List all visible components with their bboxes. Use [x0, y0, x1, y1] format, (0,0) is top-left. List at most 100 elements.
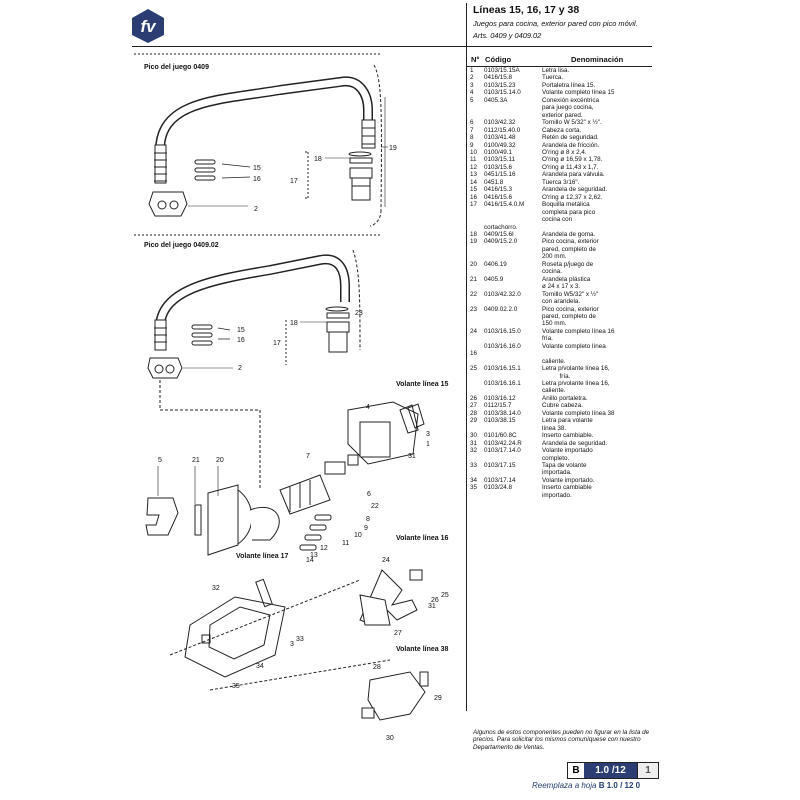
row-description: fría.: [542, 335, 553, 343]
table-row: caliente.: [470, 358, 655, 365]
row-number: 25: [470, 365, 478, 373]
row-number: 17: [470, 201, 478, 209]
row-description: cocina con: [542, 216, 573, 224]
callout-21: 21: [192, 457, 200, 464]
row-description: caliente.: [542, 357, 566, 365]
row-description: Tornillo W5/32" x ½": [542, 290, 599, 298]
row-code: 0101/60.8C: [484, 432, 517, 440]
callout-30: 30: [386, 735, 394, 742]
table-row: exterior pared.: [470, 112, 655, 119]
row-description: Letra para volante: [542, 417, 593, 425]
row-code: 0100/49.32: [484, 141, 516, 149]
row-code: [484, 455, 542, 462]
row-code: 0103/38.15: [484, 417, 516, 425]
row-number: 20: [470, 260, 478, 268]
table-row: línea 38.: [470, 425, 655, 432]
row-number: [470, 358, 484, 365]
row-number: 11: [470, 156, 477, 164]
table-row: fría.: [470, 335, 655, 342]
row-code: [484, 492, 542, 499]
row-description: Volante completo línea: [542, 342, 606, 350]
row-description: Tornillo W 5/32" x ½".: [542, 119, 602, 127]
callout-18-top: 18: [314, 156, 322, 163]
callout-16-top: 16: [253, 176, 261, 183]
callout-4: 4: [366, 404, 370, 411]
replaces-sheet: Reemplaza a hoja B 1.0 / 12 0: [532, 781, 640, 790]
row-code: [484, 216, 542, 223]
exploded-diagram: Pico del juego 0409 15 16 17 18 19 2: [134, 53, 449, 742]
row-number: 31: [470, 439, 478, 447]
row-number: [470, 425, 484, 432]
row-code: [484, 283, 542, 290]
row-description: ø 24 x 17 x 3.: [542, 283, 581, 291]
col-code-header: Código: [485, 55, 512, 64]
callout-2-mid: 2: [238, 365, 242, 372]
callout-27: 27: [394, 630, 402, 637]
row-code: [484, 246, 542, 253]
row-code: cortachorro.: [484, 223, 518, 231]
callout-2-top: 2: [254, 206, 258, 213]
row-code: [484, 104, 542, 111]
row-description: Arandela de goma.: [542, 230, 596, 238]
row-code: 0103/42.32.0: [484, 290, 521, 298]
table-row: cortachorro.: [470, 224, 655, 231]
callout-22: 22: [371, 503, 379, 510]
row-code: [484, 350, 542, 357]
row-number: 22: [470, 290, 478, 298]
table-row: 16: [470, 350, 655, 357]
row-description: Pico cocina, exterior: [542, 238, 599, 246]
row-code: 0100/49.1: [484, 148, 513, 156]
volante-17-group: [184, 578, 286, 678]
row-code: [484, 313, 542, 320]
row-number: 9: [470, 141, 474, 149]
row-description: Volante completo línea 15: [542, 89, 615, 97]
row-description: Letra lisa.: [542, 67, 570, 74]
row-number: [470, 253, 484, 260]
callout-15-top: 15: [253, 165, 261, 172]
washers-15-16-mid: [191, 324, 213, 346]
row-description: con arandela.: [542, 298, 581, 306]
callout-29: 29: [434, 695, 442, 702]
row-code: 0409.02.2.0: [484, 305, 518, 313]
row-number: 16: [470, 350, 478, 358]
row-code: 0416/15.4.0.M: [484, 201, 525, 209]
table-row: caliente.: [470, 387, 655, 394]
callout-32: 32: [212, 585, 220, 592]
row-description: Roseta p/juego de: [542, 260, 594, 268]
callout-10: 10: [354, 532, 362, 539]
row-description: exterior pared.: [542, 111, 583, 119]
row-description: Inserto cambiable.: [542, 432, 594, 440]
label-volante-38: Volante línea 38: [396, 646, 448, 653]
page-subtitle: Juegos para cocina, exterior pared con p…: [473, 19, 638, 28]
label-pico-0409: Pico del juego 0409: [144, 64, 209, 71]
table-row: pared, completo de: [470, 246, 655, 253]
row-code: 0409/15.6I: [484, 230, 514, 238]
row-code: 0103/41.48: [484, 134, 516, 142]
replaces-label: Reemplaza a hoja: [532, 781, 597, 790]
callout-26: 26: [431, 597, 439, 604]
page-index: 1: [637, 763, 658, 778]
row-code: 0103/15.23: [484, 81, 516, 89]
row-code: [484, 112, 542, 119]
row-description: importada.: [542, 469, 572, 477]
row-number: 13: [470, 171, 478, 179]
row-number: 33: [470, 462, 478, 470]
row-number: 23: [470, 305, 478, 313]
row-code: [484, 268, 542, 275]
row-number: 24: [470, 327, 478, 335]
row-number: [470, 335, 484, 342]
row-number: [470, 216, 484, 223]
row-code: 0103/16.15.0: [484, 327, 521, 335]
callout-15-mid: 15: [237, 327, 245, 334]
rosette-20: [207, 484, 253, 556]
